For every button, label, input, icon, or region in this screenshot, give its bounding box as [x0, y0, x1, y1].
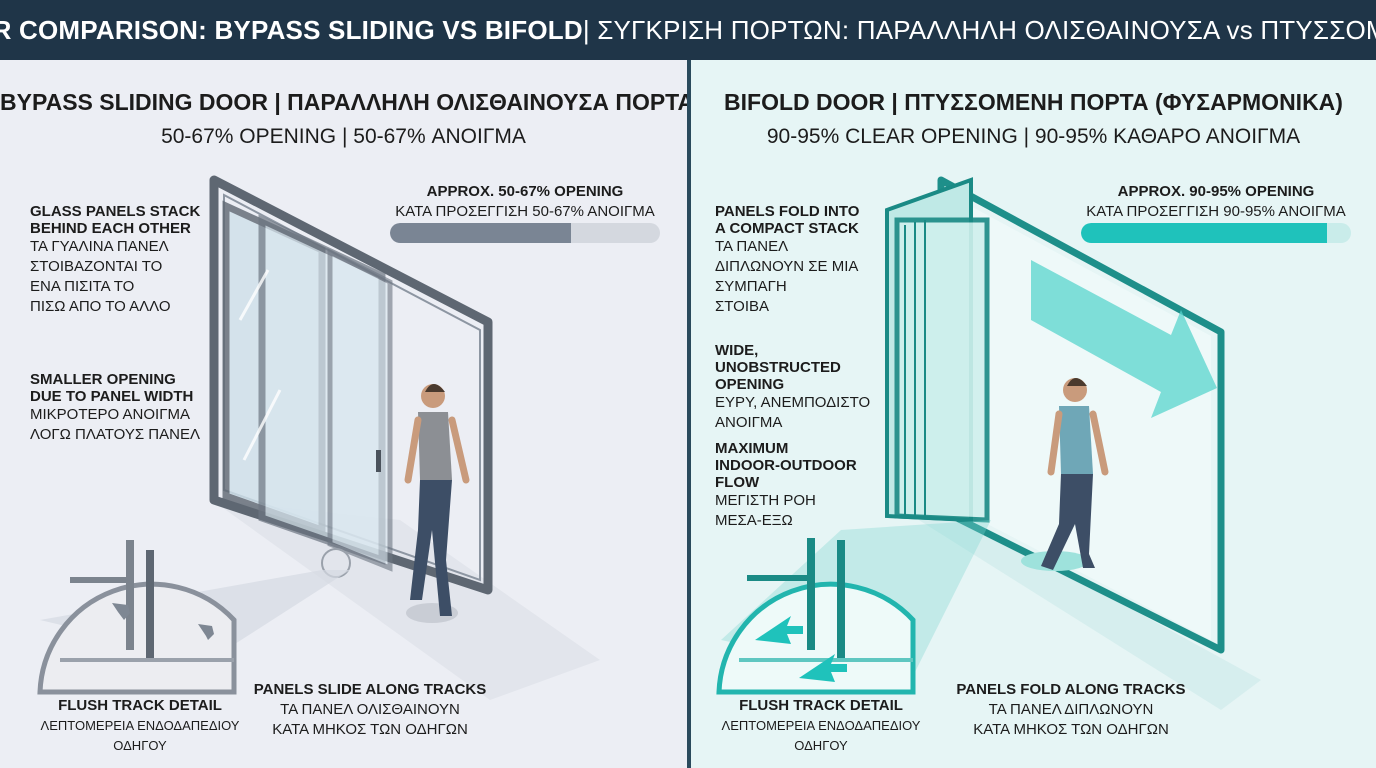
track-detail-circle — [37, 581, 237, 695]
bifold-title: BIFOLD DOOR | ΠΤΥΣΣΟΜΕΝΗ ΠΟΡΤΑ (ΦΥΣΑΡΜΟΝ… — [724, 89, 1343, 115]
glass-panel-3 — [327, 247, 393, 572]
person-shirt — [1059, 406, 1093, 474]
track-detail-circle — [716, 581, 916, 695]
bypass-detail-label-en: FLUSH TRACK DETAIL — [58, 697, 222, 714]
bifold-subtitle: 90-95% CLEAR OPENING | 90-95% ΚΑΘΑΡΟ ΑΝΟ… — [766, 125, 1301, 148]
bifold-note-opening: WIDE, UNOBSTRUCTED OPENING ΕΥΡΥ, ΑΝΕΜΠΟΔ… — [715, 342, 870, 433]
person-legs — [410, 480, 452, 616]
bifold-door-illustration — [716, 176, 1261, 710]
bifold-note-stack-gr: ΤΑ ΠΑΝΕΛ ΔΙΠΛΩΝΟΥΝ ΣΕ ΜΙΑ ΣΥΜΠΑΓΗ ΣΤΟΙΒΑ — [715, 238, 859, 315]
bifold-tracks-label-en: PANELS FOLD ALONG TRACKS — [956, 681, 1186, 698]
glass-glint — [238, 269, 270, 321]
folded-panel-front — [894, 217, 990, 523]
bypass-door-illustration — [37, 175, 600, 700]
bypass-title: BYPASS SLIDING DOOR | ΠΑΡΑΛΛΗΛΗ ΟΛΙΣΘΑΙΝ… — [0, 89, 687, 115]
person-arm — [1047, 410, 1063, 476]
bifold-note-opening-gr: ΕΥΡΥ, ΑΝΕΜΠΟΔΙΣΤΟ ΑΝΟΙΓΜΑ — [715, 394, 871, 431]
bifold-note-flow: MAXIMUM INDOOR-OUTDOOR FLOW ΜΕΓΙΣΤΗ ΡΟΗ … — [715, 440, 857, 531]
person-hair — [1067, 378, 1087, 386]
person-arm — [404, 416, 422, 484]
bypass-opening-label: APPROX. 50-67% OPENING ΚΑΤΑ ΠΡΟΣΕΓΓΙΣΗ 5… — [390, 182, 660, 222]
panel-divider — [687, 60, 691, 768]
bifold-opening-label: APPROX. 90-95% OPENING ΚΑΤΑ ΠΡΟΣΕΓΓΙΣΗ 9… — [1081, 182, 1351, 222]
bypass-detail-label-gr: ΛΕΠΤΟΜΕΡΕΙΑ ΕΝΔΟΔΑΠΕΔΙΟΥ ΟΔΗΓΟΥ — [40, 718, 240, 753]
bifold-tracks-label: PANELS FOLD ALONG TRACKS ΤΑ ΠΑΝΕΛ ΔΙΠΛΩΝ… — [946, 680, 1196, 740]
bypass-tracks-label: PANELS SLIDE ALONG TRACKS ΤΑ ΠΑΝΕΛ ΟΛΙΣΘ… — [250, 680, 490, 740]
glass-glint — [242, 389, 282, 461]
slide-arrow-icon — [178, 622, 214, 640]
bifold-detail-label-gr: ΛΕΠΤΟΜΕΡΕΙΑ ΕΝΔΟΔΑΠΕΔΙΟΥ ΟΔΗΓΟΥ — [721, 718, 921, 753]
bifold-note-flow-en: MAXIMUM INDOOR-OUTDOOR FLOW — [715, 440, 857, 491]
bypass-opening-fill — [390, 223, 571, 243]
bypass-tracks-label-en: PANELS SLIDE ALONG TRACKS — [253, 681, 487, 698]
fold-arrow-icon — [799, 654, 847, 682]
door-handle — [376, 450, 381, 472]
bypass-note-opening-gr: ΜΙΚΡΟΤΕΡΟ ΑΝΟΙΓΜΑ ΛΟΓΩ ΠΛΑΤΟΥΣ ΠΑΝΕΛ — [30, 406, 200, 443]
floor-shadow — [212, 500, 600, 700]
bypass-opening-bar — [390, 223, 660, 243]
bifold-detail-label: FLUSH TRACK DETAIL ΛΕΠΤΟΜΕΡΕΙΑ ΕΝΔΟΔΑΠΕΔ… — [701, 696, 941, 756]
bifold-note-opening-en: WIDE, UNOBSTRUCTED OPENING — [715, 342, 841, 393]
bypass-note-stack-gr: ΤΑ ΓΥΑΛΙΝΑ ΠΑΝΕΛ ΣΤΟΙΒΑΖΟΝΤΑΙ ΤΟ ΕΝΑ ΠΙΣ… — [30, 238, 171, 315]
header-title-en: DOOR COMPARISON: BYPASS SLIDING VS BIFOL… — [0, 14, 583, 45]
bypass-sliding-panel: BYPASS SLIDING DOOR | ΠΑΡΑΛΛΗΛΗ ΟΛΙΣΘΑΙΝ… — [0, 60, 687, 768]
person-arm — [448, 416, 470, 484]
bifold-note-stack: PANELS FOLD INTO A COMPACT STACK ΤΑ ΠΑΝΕ… — [715, 203, 859, 317]
bypass-note-stack-en: GLASS PANELS STACK BEHIND EACH OTHER — [30, 203, 201, 237]
floor-shadow — [887, 500, 1261, 710]
bifold-opening-bar — [1081, 223, 1351, 243]
page-header: DOOR COMPARISON: BYPASS SLIDING VS BIFOL… — [0, 0, 1376, 60]
door-frame — [209, 175, 493, 595]
bifold-note-flow-gr: ΜΕΓΙΣΤΗ ΡΟΗ ΜΕΣΑ-ΕΞΩ — [715, 492, 816, 529]
person-arm — [1089, 410, 1109, 476]
bypass-note-stack: GLASS PANELS STACK BEHIND EACH OTHER ΤΑ … — [30, 203, 200, 317]
fold-arrow-icon — [755, 616, 803, 644]
bypass-note-opening-en: SMALLER OPENING DUE TO PANEL WIDTH — [30, 371, 194, 405]
flow-arrow-icon — [1031, 260, 1217, 418]
bifold-opening-fill — [1081, 223, 1327, 243]
person-legs — [1041, 474, 1095, 570]
bypass-opening-label-en: APPROX. 50-67% OPENING — [426, 183, 624, 200]
bifold-note-stack-en: PANELS FOLD INTO A COMPACT STACK — [715, 203, 860, 237]
bypass-note-opening: SMALLER OPENING DUE TO PANEL WIDTH ΜΙΚΡΟ… — [30, 371, 200, 445]
bifold-tracks-label-gr: ΤΑ ΠΑΝΕΛ ΔΙΠΛΩΝΟΥΝ ΚΑΤΑ ΜΗΚΟΣ ΤΩΝ ΟΔΗΓΩΝ — [973, 701, 1169, 738]
bypass-subtitle: 50-67% OPENING | 50-67% ΑΝΟΙΓΜΑ — [161, 125, 526, 148]
bifold-detail-label-en: FLUSH TRACK DETAIL — [739, 697, 903, 714]
bifold-opening-label-gr: ΚΑΤΑ ΠΡΟΣΕΓΓΙΣΗ 90-95% ΑΝΟΙΓΜΑ — [1086, 203, 1346, 220]
bypass-opening-label-gr: ΚΑΤΑ ΠΡΟΣΕΓΓΙΣΗ 50-67% ΑΝΟΙΓΜΑ — [395, 203, 655, 220]
person-hair — [425, 384, 445, 392]
header-title-gr: | ΣΥΓΚΡΙΣΗ ΠΟΡΤΩΝ: ΠΑΡΑΛΛΗΛΗ ΟΛΙΣΘΑΙΝΟΥΣ… — [582, 14, 1376, 45]
bypass-detail-label: FLUSH TRACK DETAIL ΛΕΠΤΟΜΕΡΕΙΑ ΕΝΔΟΔΑΠΕΔ… — [20, 696, 260, 756]
bypass-tracks-label-gr: ΤΑ ΠΑΝΕΛ ΟΛΙΣΘΑΙΝΟΥΝ ΚΑΤΑ ΜΗΚΟΣ ΤΩΝ ΟΔΗΓ… — [272, 701, 468, 738]
slide-arrow-icon — [94, 600, 130, 620]
bifold-opening-label-en: APPROX. 90-95% OPENING — [1117, 183, 1315, 200]
person-shirt — [418, 412, 452, 480]
bifold-panel: BIFOLD DOOR | ΠΤΥΣΣΟΜΕΝΗ ΠΟΡΤΑ (ΦΥΣΑΡΜΟΝ… — [691, 60, 1376, 768]
